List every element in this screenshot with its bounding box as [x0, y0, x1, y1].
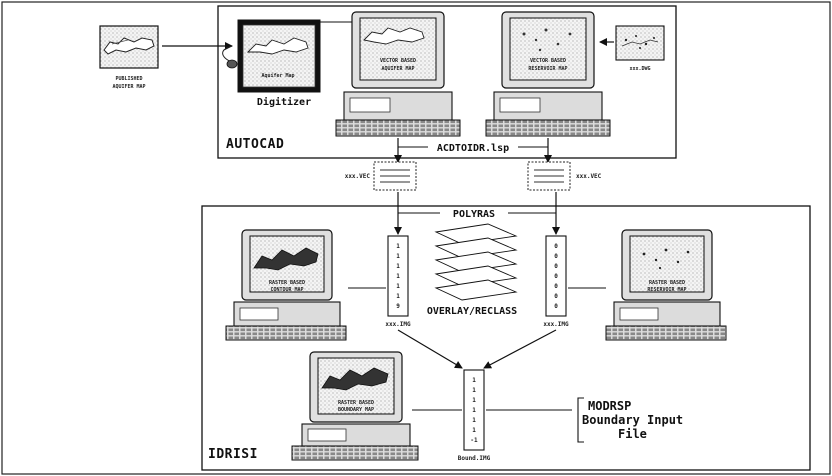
arrow-right-to-bound	[483, 329, 557, 369]
conversion-process-label: ACDTOIDR.lsp	[437, 143, 509, 154]
overlay-layer-stack	[434, 223, 518, 301]
small-reservoir-map	[615, 25, 665, 61]
arrow-left-to-bound	[397, 329, 463, 369]
vector-screen-1-line2: AQUIFER MAP	[381, 66, 414, 72]
bound-column-cell-2: 1	[472, 397, 476, 404]
right-raster-file-label: xxx.IMG	[543, 321, 569, 328]
vector-file-1-label: xxx.VEC	[345, 173, 371, 180]
bound-column-cell-6: -1	[470, 437, 478, 444]
raster-screen-2-line1: RASTER BASED	[649, 280, 685, 286]
vector-screen-1-line1: VECTOR BASED	[380, 58, 416, 64]
digitizer-label: Digitizer	[257, 96, 311, 108]
raster-screen-1-line1: RASTER BASED	[269, 280, 305, 286]
bound-column-cell-4: 1	[472, 417, 476, 424]
vector-file-2	[527, 161, 571, 191]
right-column-cell-4: 0	[554, 283, 558, 290]
digitizer-puck-icon	[226, 59, 238, 69]
idrisi-section-box	[201, 205, 811, 471]
rasterize-process-label: POLYRAS	[453, 209, 495, 220]
left-column-cell-4: 1	[396, 283, 400, 290]
published-map-subtitle: AQUIFER MAP	[112, 84, 145, 90]
raster-computer-boundary	[291, 351, 419, 461]
right-column-cell-6: 0	[554, 303, 558, 310]
right-raster-column	[545, 235, 567, 317]
left-column-cell-5: 1	[396, 293, 400, 300]
raster-screen-2-line2: RESERVOIR MAP	[647, 287, 686, 293]
left-raster-file-label: xxx.IMG	[385, 321, 411, 328]
left-column-cell-6: 9	[396, 303, 400, 310]
digitizer-tablet	[222, 19, 321, 93]
overlay-process-label: OVERLAY/RECLASS	[427, 306, 517, 317]
small-map-label: xxx.DWG	[629, 66, 650, 72]
bound-column-cell-5: 1	[472, 427, 476, 434]
digitizer-tablet-text: Aquifer Map	[261, 73, 294, 79]
bound-file-label: Bound.IMG	[458, 455, 491, 462]
right-column-cell-3: 0	[554, 273, 558, 280]
idrisi-section-label: IDRISI	[208, 447, 258, 462]
left-column-cell-1: 1	[396, 253, 400, 260]
right-column-cell-1: 0	[554, 253, 558, 260]
right-column-cell-5: 0	[554, 293, 558, 300]
vector-computer-reservoir	[485, 11, 611, 137]
left-raster-column	[387, 235, 409, 317]
raster-screen-3-line1: RASTER BASED	[338, 400, 374, 406]
published-map-title: PUBLISHED	[115, 76, 142, 82]
left-column-cell-3: 1	[396, 273, 400, 280]
right-column-cell-0: 0	[554, 243, 558, 250]
bound-column-cell-0: 1	[472, 377, 476, 384]
right-column-cell-2: 0	[554, 263, 558, 270]
output-bracket	[577, 397, 584, 443]
autocad-section-label: AUTOCAD	[226, 137, 284, 152]
left-column-cell-2: 1	[396, 263, 400, 270]
vector-computer-aquifer	[320, 11, 461, 137]
raster-computer-reservoir	[605, 229, 727, 341]
output-line-1: MODRSP	[588, 399, 631, 413]
raster-computer-contour	[225, 229, 347, 341]
vector-screen-2-line1: VECTOR BASED	[530, 58, 566, 64]
vector-screen-2-line2: RESERVOIR MAP	[528, 66, 567, 72]
published-aquifer-map	[99, 25, 159, 69]
output-line-3: File	[618, 427, 647, 441]
vector-file-1	[373, 161, 417, 191]
output-line-2: Boundary Input	[582, 413, 683, 427]
left-column-cell-0: 1	[396, 243, 400, 250]
raster-screen-3-line2: BOUNDARY MAP	[338, 407, 374, 413]
bound-raster-column	[463, 369, 485, 451]
bound-column-cell-1: 1	[472, 387, 476, 394]
autocad-section-box	[217, 5, 677, 159]
raster-screen-1-line2: CONTOUR MAP	[270, 287, 303, 293]
bound-column-cell-3: 1	[472, 407, 476, 414]
vector-file-2-label: xxx.VEC	[576, 173, 602, 180]
